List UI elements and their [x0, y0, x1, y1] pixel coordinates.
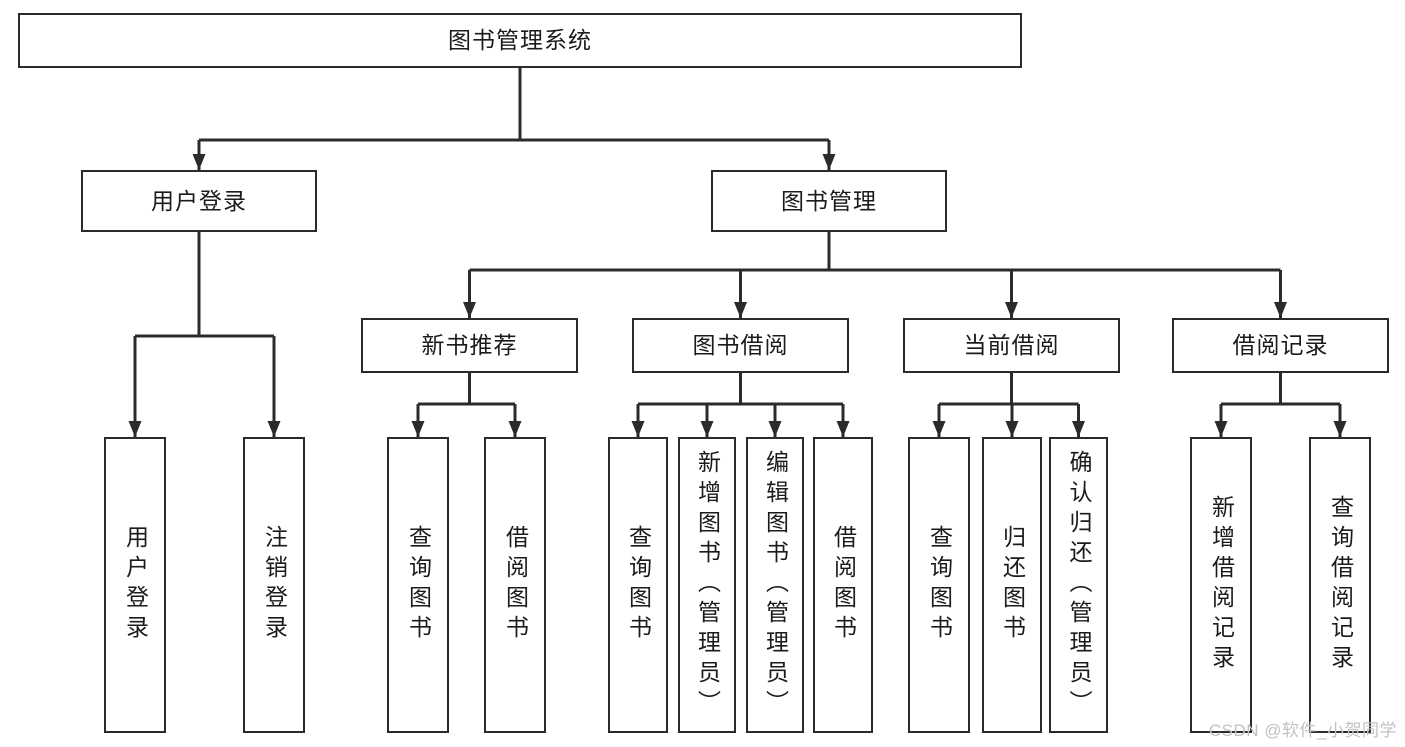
node-leaf-query-book-1[interactable]: 查询图书: [387, 437, 449, 733]
node-leaf-borrow-book-2[interactable]: 借阅图书: [813, 437, 873, 733]
arrow-head-icon: [411, 421, 425, 437]
node-leaf-add-record[interactable]: 新增借阅记录: [1190, 437, 1252, 733]
node-label-leaf-logout-login: 注销登录: [261, 525, 288, 645]
node-login[interactable]: 用户登录: [81, 170, 317, 232]
node-leaf-user-login[interactable]: 用户登录: [104, 437, 166, 733]
arrow-head-icon: [1005, 421, 1019, 437]
arrow-head-icon: [822, 154, 836, 170]
arrow-head-icon: [1274, 302, 1287, 318]
node-label-leaf-add-book: 新增图书（管理员）: [694, 450, 721, 720]
node-label-leaf-query-book-3: 查询图书: [926, 525, 953, 645]
arrow-head-icon: [1072, 421, 1085, 437]
node-label-bookmgmt: 图书管理: [781, 187, 877, 214]
node-label-login: 用户登录: [151, 187, 247, 214]
node-leaf-logout-login[interactable]: 注销登录: [243, 437, 305, 733]
node-records[interactable]: 借阅记录: [1172, 318, 1389, 373]
node-root[interactable]: 图书管理系统: [18, 13, 1022, 68]
node-label-root: 图书管理系统: [448, 27, 592, 54]
node-label-borrow: 图书借阅: [692, 332, 789, 359]
node-leaf-add-book[interactable]: 新增图书（管理员）: [678, 437, 736, 733]
arrow-head-icon: [1214, 421, 1228, 437]
arrow-head-icon: [734, 302, 747, 318]
node-bookmgmt[interactable]: 图书管理: [711, 170, 947, 232]
node-label-current: 当前借阅: [963, 332, 1060, 359]
node-borrow[interactable]: 图书借阅: [632, 318, 849, 373]
arrow-head-icon: [1005, 302, 1018, 318]
node-label-leaf-borrow-book-1: 借阅图书: [502, 525, 529, 645]
node-leaf-query-book-2[interactable]: 查询图书: [608, 437, 668, 733]
node-label-leaf-edit-book: 编辑图书（管理员）: [762, 450, 789, 720]
arrow-head-icon: [1333, 421, 1347, 437]
node-label-newbook: 新书推荐: [421, 332, 518, 359]
arrow-head-icon: [128, 421, 142, 437]
arrow-head-icon: [631, 421, 645, 437]
node-leaf-query-book-3[interactable]: 查询图书: [908, 437, 970, 733]
node-label-leaf-query-record: 查询借阅记录: [1327, 495, 1354, 675]
arrow-head-icon: [267, 421, 281, 437]
node-label-leaf-query-book-2: 查询图书: [625, 525, 652, 645]
arrow-head-icon: [836, 421, 850, 437]
node-current[interactable]: 当前借阅: [903, 318, 1120, 373]
node-label-leaf-add-record: 新增借阅记录: [1208, 495, 1235, 675]
node-label-records: 借阅记录: [1232, 332, 1329, 359]
node-label-leaf-return-book: 归还图书: [999, 525, 1026, 645]
node-label-leaf-user-login: 用户登录: [122, 525, 149, 645]
arrow-head-icon: [508, 421, 522, 437]
node-newbook[interactable]: 新书推荐: [361, 318, 578, 373]
node-label-leaf-confirm-return: 确认归还（管理员）: [1066, 450, 1092, 720]
arrow-head-icon: [463, 302, 476, 318]
arrow-head-icon: [192, 154, 206, 170]
node-label-leaf-borrow-book-2: 借阅图书: [830, 525, 857, 645]
node-leaf-borrow-book-1[interactable]: 借阅图书: [484, 437, 546, 733]
node-leaf-edit-book[interactable]: 编辑图书（管理员）: [746, 437, 804, 733]
arrow-head-icon: [932, 421, 946, 437]
node-leaf-confirm-return[interactable]: 确认归还（管理员）: [1049, 437, 1108, 733]
node-leaf-query-record[interactable]: 查询借阅记录: [1309, 437, 1371, 733]
arrow-head-icon: [768, 421, 782, 437]
node-label-leaf-query-book-1: 查询图书: [405, 525, 432, 645]
arrow-head-icon: [700, 421, 714, 437]
csdn-watermark: CSDN @软件_小贺同学: [1208, 721, 1397, 740]
node-leaf-return-book[interactable]: 归还图书: [982, 437, 1042, 733]
